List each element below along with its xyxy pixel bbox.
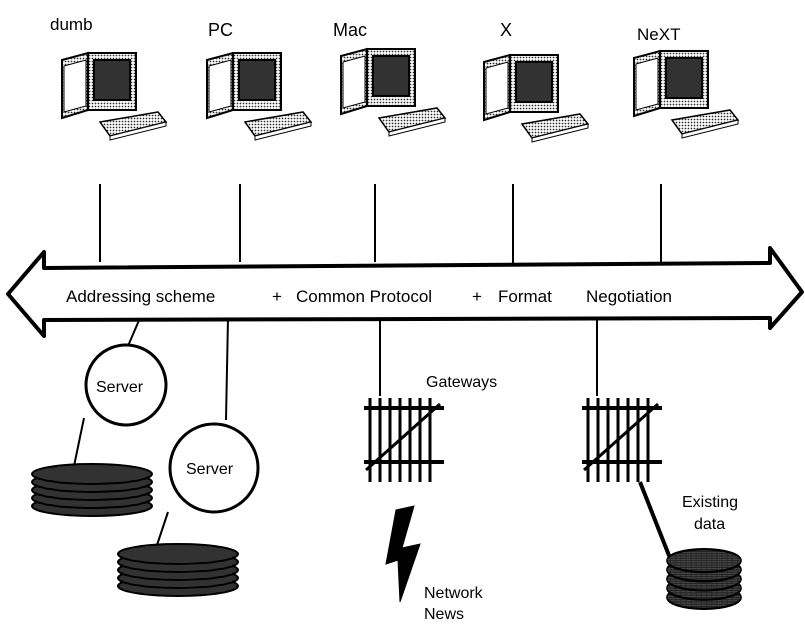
- computer-icon: [633, 50, 739, 139]
- computer-icon: [340, 48, 446, 137]
- gateways-label: Gateways: [426, 374, 497, 391]
- client-label: X: [500, 20, 512, 40]
- gateway-2: Existing data: [580, 320, 743, 611]
- network-news-label: Network: [424, 585, 484, 602]
- bus-plus: +: [472, 287, 482, 306]
- client-x: X: [483, 20, 589, 143]
- existing-data-label: Existing: [682, 494, 738, 511]
- bus-plus: +: [272, 287, 282, 306]
- server-1: Server: [31, 317, 168, 517]
- bus-protocol-label: Common Protocol: [296, 287, 432, 306]
- server-label: Server: [96, 379, 144, 396]
- client-label: NeXT: [637, 25, 680, 44]
- gateway-1: Gateways Network News: [362, 320, 497, 623]
- gateway-icon: [580, 396, 664, 484]
- client-connectors: [99, 184, 662, 268]
- lightning-icon: [385, 505, 421, 603]
- client-mac: Mac: [333, 20, 446, 137]
- client-pc: PC: [206, 20, 312, 141]
- network-news-label: News: [424, 606, 464, 623]
- bus-format-label: Format: [498, 287, 552, 306]
- disk-stack-icon: [117, 543, 239, 597]
- computer-icon: [483, 54, 589, 143]
- disk-stack-icon: [665, 547, 743, 611]
- client-next: NeXT: [633, 25, 739, 139]
- server-label: Server: [186, 461, 234, 478]
- computer-icon: [61, 52, 167, 141]
- computer-icon: [206, 52, 312, 141]
- protocol-bus: Addressing scheme + Common Protocol + Fo…: [6, 246, 804, 338]
- bus-negotiation-label: Negotiation: [586, 287, 672, 306]
- existing-data-label: data: [694, 516, 725, 533]
- client-label: PC: [208, 20, 233, 40]
- client-label: dumb: [50, 15, 93, 34]
- gateway-icon: [362, 396, 446, 484]
- server-2: Server: [117, 317, 260, 597]
- bus-addressing-label: Addressing scheme: [66, 287, 215, 306]
- client-label: Mac: [333, 20, 367, 40]
- disk-stack-icon: [31, 463, 153, 517]
- client-dumb: dumb: [50, 15, 167, 141]
